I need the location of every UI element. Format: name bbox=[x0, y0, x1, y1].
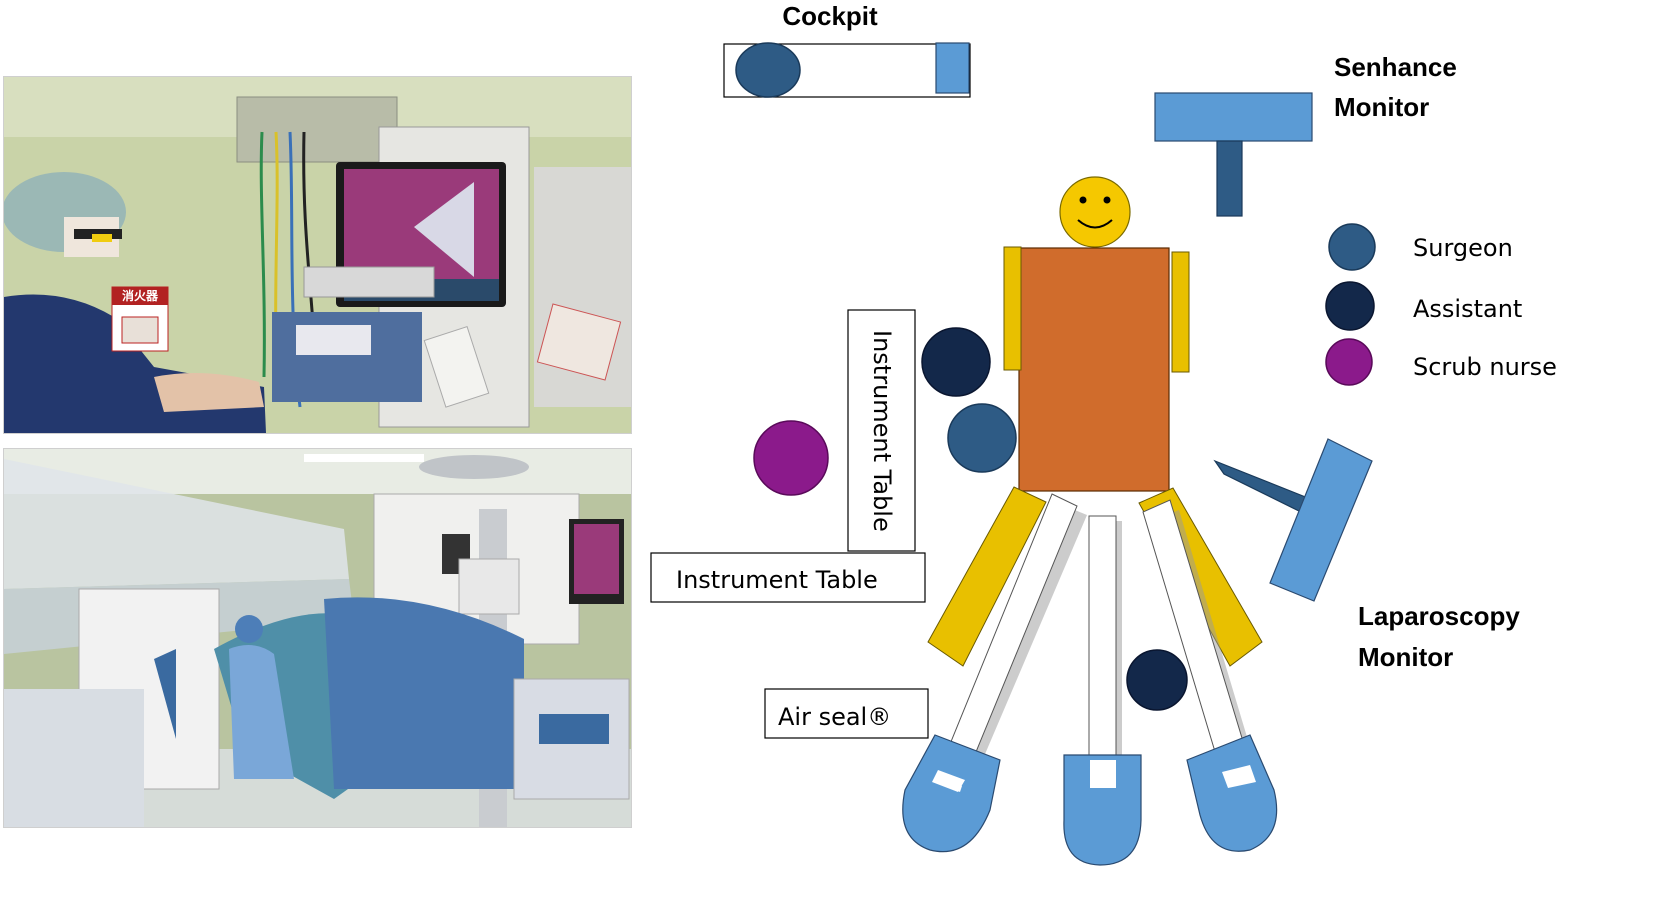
extinguisher-sign-text: 消火器 bbox=[122, 288, 159, 303]
photo-cockpit-console: 消火器 bbox=[3, 76, 632, 434]
laparoscopy-monitor-group bbox=[1213, 438, 1373, 602]
robotic-arm-base-right bbox=[1186, 734, 1278, 852]
legend: Surgeon Assistant Scrub nurse bbox=[1325, 223, 1557, 386]
air-seal-label: Air seal® bbox=[778, 703, 891, 731]
patient-left-arm bbox=[1003, 246, 1022, 371]
robotic-arms bbox=[902, 493, 1278, 866]
patient bbox=[927, 176, 1263, 667]
scrub-nurse-marker bbox=[753, 420, 829, 496]
laparoscopy-monitor bbox=[1269, 438, 1373, 602]
instrument-table-horizontal bbox=[650, 552, 926, 603]
photo-operating-room bbox=[3, 448, 632, 828]
assistant-marker-upper bbox=[921, 327, 991, 397]
senhance-monitor-stand bbox=[1216, 140, 1243, 217]
legend-label-assistant: Assistant bbox=[1413, 295, 1522, 323]
senhance-monitor-label-line1: Senhance bbox=[1334, 52, 1457, 82]
robotic-arm-base-left bbox=[902, 734, 1001, 853]
legend-swatch-scrub-nurse bbox=[1325, 338, 1373, 386]
cockpit-surgeon-marker bbox=[735, 42, 801, 98]
legend-swatch-assistant bbox=[1325, 281, 1375, 331]
instrument-table-vertical-label: Instrument Table bbox=[868, 330, 896, 532]
laparoscopy-monitor-label-line2: Monitor bbox=[1358, 642, 1453, 672]
laparoscopy-monitor-label-line1: Laparoscopy bbox=[1358, 601, 1520, 631]
assistant-marker-lower bbox=[1126, 649, 1188, 711]
patient-head bbox=[1059, 176, 1131, 248]
instrument-table-vertical bbox=[847, 309, 916, 552]
cockpit-label: Cockpit bbox=[782, 1, 878, 31]
patient-right-arm bbox=[1171, 251, 1190, 373]
senhance-monitor-label-line2: Monitor bbox=[1334, 92, 1429, 122]
air-seal-device bbox=[764, 688, 929, 739]
patient-body bbox=[1018, 247, 1170, 492]
senhance-monitor bbox=[1154, 92, 1313, 142]
patient-left-leg bbox=[927, 486, 1047, 667]
laparoscopy-monitor-stand bbox=[1213, 459, 1314, 515]
robotic-arm-center bbox=[1088, 515, 1117, 789]
instrument-table-horizontal-label: Instrument Table bbox=[676, 566, 878, 594]
cockpit-screen bbox=[935, 42, 970, 94]
surgeon-marker-bedside bbox=[947, 403, 1017, 473]
legend-label-surgeon: Surgeon bbox=[1413, 234, 1513, 262]
legend-label-scrub-nurse: Scrub nurse bbox=[1413, 353, 1557, 381]
robotic-arm-base-center bbox=[1063, 754, 1142, 866]
legend-swatch-surgeon bbox=[1328, 223, 1376, 271]
